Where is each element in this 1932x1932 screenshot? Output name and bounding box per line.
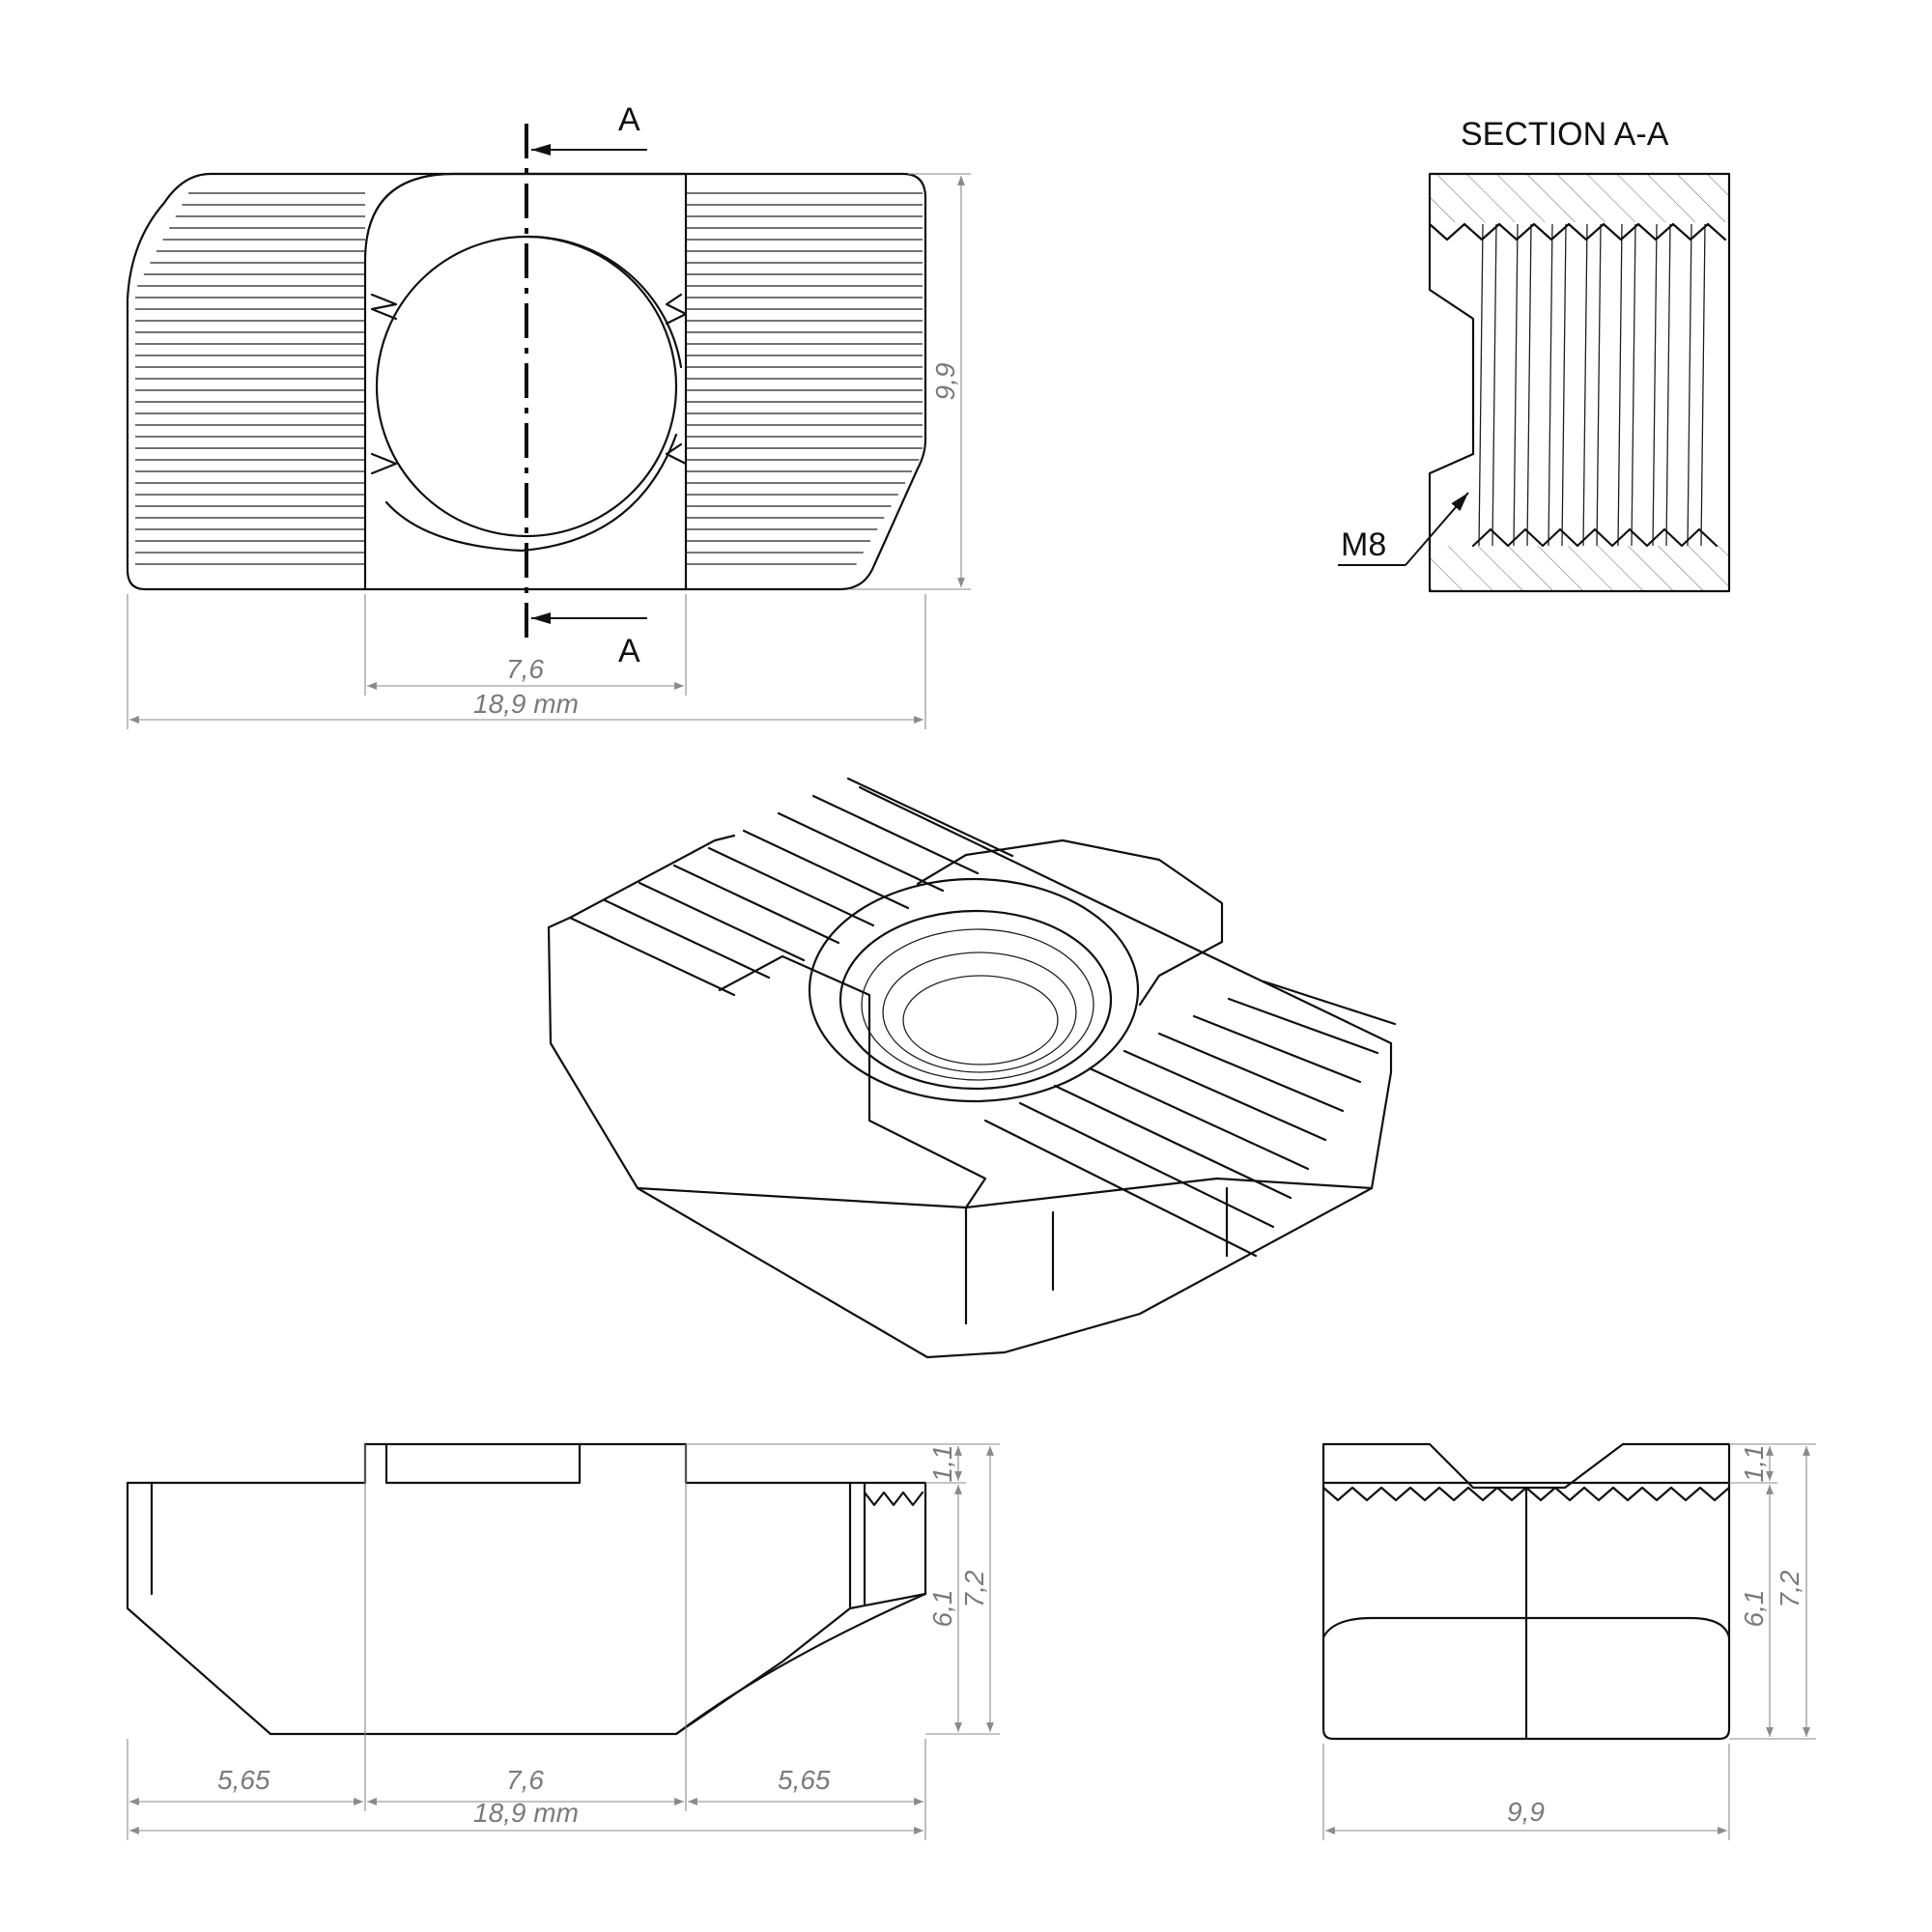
front-outline [126,1442,927,1736]
front-dim-total: 18,9 mm [473,1798,579,1828]
side-dim-width: 9,9 [1507,1797,1545,1827]
top-view-slot [363,172,688,591]
thread-teeth-left [370,293,398,321]
thread-teeth-right-low [665,442,688,466]
side-dim-body: 6,1 [1739,1590,1769,1628]
section-marker-bottom: A [618,633,640,669]
top-view: A A 7,6 18,9 mm 9,9 [126,101,971,729]
section-view: SECTION A-A M8 [1338,116,1731,593]
front-slot-inner [384,1442,582,1485]
thread-leader [1405,492,1469,566]
side-dim-top: 1,1 [1739,1445,1769,1483]
front-dim-top: 1,1 [927,1445,957,1483]
side-dim-full: 7,2 [1775,1570,1804,1607]
side-outline [1321,1442,1731,1741]
iso-ridges [568,777,1397,1258]
thread-arc-outer [525,235,683,369]
side-view: 9,9 1,1 6,1 7,2 [1321,1442,1816,1840]
thread-teeth-left-low [370,452,398,475]
top-view-grooves-right [686,192,923,565]
front-chamfer-curve [674,1592,927,1736]
front-dim-right: 5,65 [778,1765,831,1795]
isometric-view [547,777,1397,1359]
thread-arc-lower [384,433,678,553]
iso-outline [547,785,1393,1359]
thread-label: M8 [1341,526,1386,563]
front-dim-mid: 7,6 [506,1765,544,1795]
dim-height-label: 9,9 [930,363,960,401]
section-outline [1428,172,1731,593]
front-view: 5,65 7,6 5,65 18,9 mm 1,1 6,1 7,2 [126,1442,1000,1840]
iso-hole-inner [838,909,1113,1091]
front-dim-body: 6,1 [927,1590,957,1628]
top-view-outline [126,172,927,591]
section-threads [1428,222,1727,548]
top-view-grooves-left [135,192,365,565]
thread-teeth-right [665,293,688,326]
iso-hole-outer [808,877,1140,1103]
iso-bottom-edge [636,1177,1374,1209]
front-dim-full: 7,2 [959,1570,989,1607]
section-marker-top: A [618,101,640,138]
dim-width-label: 18,9 mm [473,689,579,719]
front-dim-left: 5,65 [217,1765,270,1795]
section-title: SECTION A-A [1461,116,1669,153]
dim-slot-label: 7,6 [506,654,544,684]
